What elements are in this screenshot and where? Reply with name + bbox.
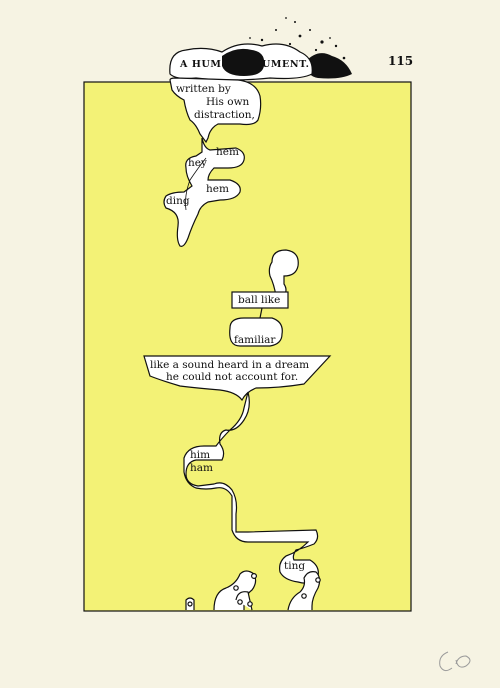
fragment-familiar: familiar (234, 334, 276, 346)
fragment-account-line: he could not account for. (166, 371, 299, 383)
fragment-his-own: His own (206, 96, 250, 108)
signature (439, 651, 471, 672)
fragment-hey: hey (188, 157, 207, 169)
winding-path (183, 391, 319, 584)
fragment-ball-like: ball like (238, 294, 281, 306)
sound-trapezoid (143, 355, 332, 402)
familiar-bubble (229, 317, 283, 347)
page-number: 115 (388, 54, 414, 68)
fragment-him: him (190, 449, 211, 461)
ink-splatter (239, 17, 352, 79)
fragment-distraction: distraction, (194, 109, 255, 121)
ball-like-box-bg (231, 291, 289, 309)
left-branch-path (163, 137, 245, 247)
fragment-ding: ding (166, 195, 190, 207)
fragment-hem-2: hem (206, 183, 229, 195)
header-blot (222, 48, 265, 76)
fragment-hem-1: hem (216, 146, 239, 158)
header-left: A HUM (180, 59, 222, 70)
header-right: UMENT. (262, 59, 310, 70)
fragment-sound-line: like a sound heard in a dream (150, 359, 310, 371)
bottom-curlicues (185, 570, 321, 611)
fragment-ting: ting (284, 560, 306, 572)
fragment-written-by: written by (176, 83, 231, 95)
top-cloud-stem (268, 249, 299, 297)
fragment-ham: ham (190, 462, 213, 474)
top-text-bubble (169, 77, 262, 144)
